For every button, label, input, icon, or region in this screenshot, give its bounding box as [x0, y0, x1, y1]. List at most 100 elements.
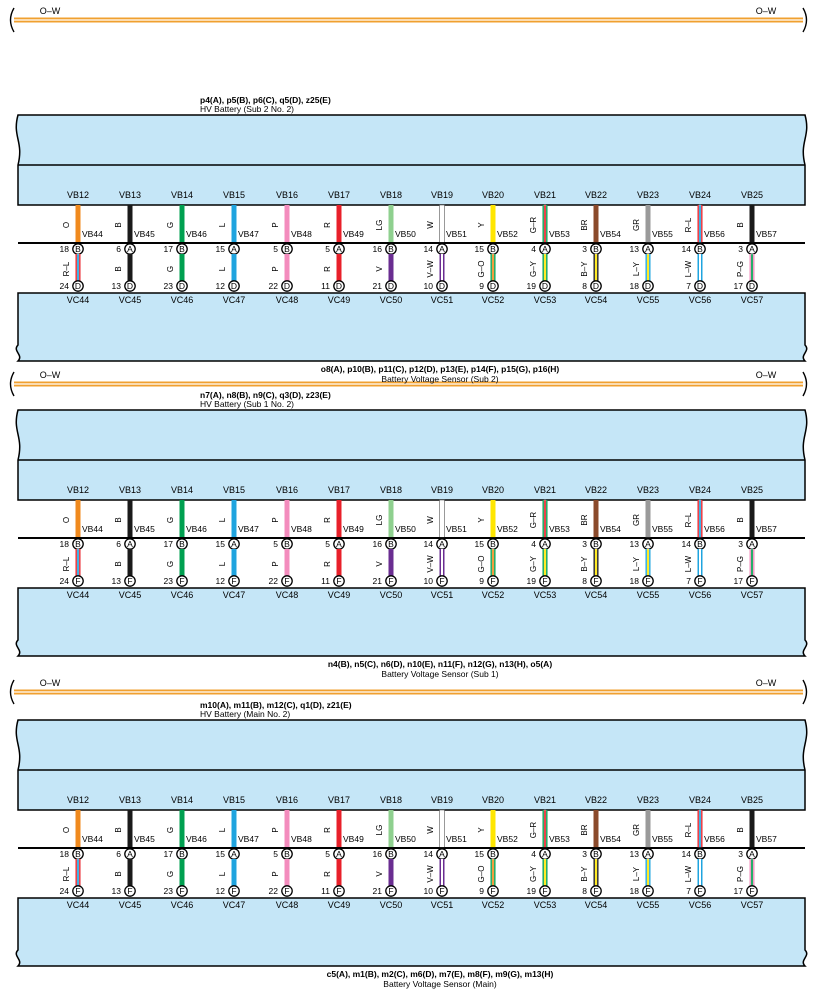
wire-color-code: BR: [580, 219, 589, 230]
vc-terminal-label: VC52: [482, 590, 505, 600]
pin-letter: B: [284, 244, 290, 254]
wire-color-code: W: [426, 221, 435, 229]
wire-top-stripe: [439, 204, 445, 244]
vb-pin-label: VB45: [134, 524, 155, 534]
vc-terminal-label: VC45: [119, 295, 142, 305]
wire-bottom-stripe: [284, 254, 290, 281]
pin-number: 13: [630, 849, 640, 859]
wire-tracer: [491, 858, 495, 887]
pin-circle: [487, 280, 499, 292]
wire-bottom-stripe: [645, 548, 651, 577]
top-pin: B14: [682, 848, 706, 860]
pin-number: 10: [424, 281, 434, 291]
vb-terminal-label: VB21: [534, 795, 556, 805]
pin-circle: [746, 575, 758, 587]
vc-terminal-label: VC47: [223, 295, 246, 305]
bottom-connector-list: o8(A), p10(B), p11(C), p12(D), p13(E), p…: [321, 364, 560, 374]
pin-letter: F: [284, 886, 289, 896]
bottom-pin: D21: [373, 280, 397, 292]
pin-number: 7: [686, 281, 691, 291]
wire-color-code: R: [323, 561, 332, 567]
wire-segment: [336, 549, 342, 576]
bottom-pin: D12: [216, 280, 240, 292]
pin-number: 19: [527, 281, 537, 291]
bottom-pin: D8: [582, 280, 602, 292]
pin-number: 5: [273, 849, 278, 859]
pin-number: 6: [116, 244, 121, 254]
wire-segment: [231, 205, 237, 243]
vb-terminal-label: VB15: [223, 485, 245, 495]
pin-number: 14: [424, 539, 434, 549]
wire-tracer: [76, 548, 80, 577]
bottom-pin: F8: [582, 575, 602, 587]
pin-letter: D: [336, 281, 342, 291]
wire-bottom-stripe: [697, 254, 703, 281]
bottom-pin: D18: [630, 280, 654, 292]
pin-circle: [281, 575, 293, 587]
wire-top-stripe: [388, 500, 394, 538]
wire-segment: [490, 205, 496, 243]
bottom-pin: D17: [734, 280, 758, 292]
wire-bottom-stripe: [749, 548, 755, 577]
pin-number: 21: [373, 576, 383, 586]
wire-bottom-stripe: [645, 858, 651, 887]
wire-tracer: [699, 254, 701, 281]
pin-number: 21: [373, 886, 383, 896]
pin-letter: D: [645, 281, 651, 291]
pin-number: 15: [216, 244, 226, 254]
wire-color-code: R–L: [684, 822, 693, 837]
wire-color-code: R: [323, 827, 332, 833]
top-pin: A15: [216, 243, 240, 255]
bus-break-left-mark: [9, 371, 15, 397]
wire-color-code: GR: [632, 514, 641, 526]
pin-letter: D: [542, 281, 548, 291]
pin-number: 9: [479, 576, 484, 586]
wire-top-stripe: [697, 499, 703, 539]
vc-terminal-label: VC53: [534, 900, 557, 910]
pin-number: 12: [216, 281, 226, 291]
pin-circle: [333, 885, 345, 897]
vc-terminal-label: VC47: [223, 900, 246, 910]
wire-color-code: B–Y: [580, 261, 589, 277]
vb-pin-label: VB56: [704, 834, 725, 844]
wire-color-code: V: [375, 561, 384, 567]
bottom-pin: F10: [424, 885, 448, 897]
pin-number: 14: [682, 244, 692, 254]
bottom-pin: F23: [164, 575, 188, 587]
bus-break-right-mark: [802, 7, 808, 33]
wire-bottom-stripe: [697, 859, 703, 886]
pin-number: 9: [479, 281, 484, 291]
pin-letter: A: [439, 244, 445, 254]
vc-terminal-label: VC54: [585, 295, 608, 305]
pin-circle: [539, 575, 551, 587]
pin-letter: F: [75, 886, 80, 896]
top-pin: B16: [373, 538, 397, 550]
vb-terminal-label: VB14: [171, 485, 193, 495]
vc-terminal-label: VC47: [223, 590, 246, 600]
wire-color-code: P–G: [736, 556, 745, 572]
wire-bottom-stripe: [231, 549, 237, 576]
bottom-pin: F22: [269, 575, 293, 587]
bottom-connector-list: n4(B), n5(C), n6(D), n10(E), n11(F), n12…: [328, 659, 552, 669]
wire-top-stripe: [75, 500, 81, 538]
bottom-pin: F17: [734, 885, 758, 897]
wire-top-stripe: [749, 810, 755, 848]
bus-label-left: O–W: [40, 678, 61, 688]
pin-number: 8: [582, 281, 587, 291]
pin-letter: F: [284, 576, 289, 586]
top-pin: B3: [582, 848, 602, 860]
pin-letter: A: [127, 539, 133, 549]
vc-terminal-label: VC46: [171, 590, 194, 600]
vb-pin-label: VB57: [756, 229, 777, 239]
pin-letter: A: [645, 539, 651, 549]
wire-color-code: B: [114, 222, 123, 227]
pin-circle: [176, 575, 188, 587]
pin-number: 3: [738, 849, 743, 859]
pin-number: 17: [164, 849, 174, 859]
top-pin: A5: [325, 538, 345, 550]
wire-color-code: G–O: [477, 866, 486, 883]
top-pin: A3: [738, 848, 758, 860]
hv-battery-body: [15, 409, 808, 501]
vb-terminal-label: VB19: [431, 190, 453, 200]
